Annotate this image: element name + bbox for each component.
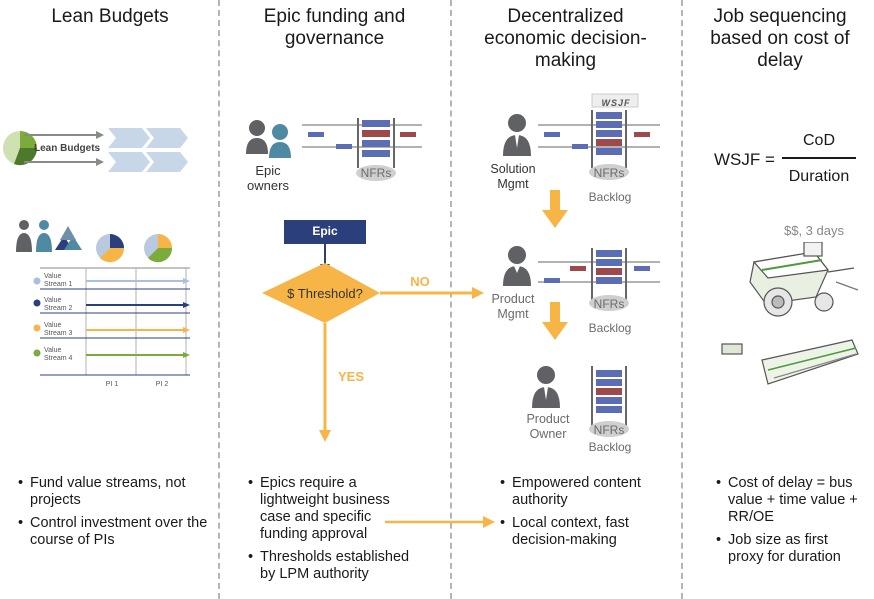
column-title-decentralized: Decentralized economic decision-making <box>484 6 647 71</box>
epic-owners-label: Epic owners <box>247 163 289 193</box>
nfrs-label-2: NFRs <box>593 297 625 311</box>
wsjf-tag: WSJF <box>601 98 631 108</box>
backlog-label-3: Backlog <box>588 440 632 454</box>
epic-nfrs-label: NFRs <box>360 166 392 180</box>
epic-label: Epic <box>312 224 338 238</box>
epic-funding-graphic <box>246 118 484 442</box>
bullet-item: Control investment over the course of PI… <box>18 515 208 549</box>
backlog-label-1: Backlog <box>588 190 632 204</box>
lean-budgets-graphic: Lean Budgets <box>3 128 190 376</box>
wsjf-formula-bar <box>782 157 856 159</box>
column-divider-3 <box>681 0 683 599</box>
bullet-item: Local context, fast decision-making <box>500 515 670 549</box>
epic-backlog-graphic <box>302 118 422 181</box>
column-title-lean-budgets: Lean Budgets <box>51 6 169 27</box>
no-label: NO <box>410 274 430 289</box>
lean-budgets-arrow-label: Lean Budgets <box>34 143 101 154</box>
pi-label-2: PI 2 <box>155 381 169 388</box>
value-stream-label-2: Value Stream 2 <box>44 297 73 312</box>
column-divider-2 <box>450 0 452 599</box>
column-title-job-sequencing: Job sequencing based on cost of delay <box>710 6 850 71</box>
bullet-item: Job size as first proxy for duration <box>716 532 866 566</box>
yes-label: YES <box>337 369 364 384</box>
bullets-job-sequencing: Cost of delay = bus value + time value +… <box>716 475 866 572</box>
value-stream-pie-2-icon <box>144 234 173 263</box>
bullet-item: Epics require a lightweight business cas… <box>248 475 410 543</box>
backlog-1-graphic <box>538 110 660 180</box>
harvester-machine-icon <box>749 242 859 317</box>
product-owner-label: Product Owner <box>526 412 570 441</box>
column-divider-1 <box>218 0 220 599</box>
chevron-icons <box>108 128 188 172</box>
wsjf-formula-lhs: WSJF = <box>714 150 775 169</box>
nfrs-label-1: NFRs <box>593 166 625 180</box>
nfrs-label-3: NFRs <box>593 423 625 437</box>
bullets-decentralized: Empowered content authority Local contex… <box>500 475 670 555</box>
combine-harvester-graphic <box>721 242 859 385</box>
solution-mgmt-label: Solution Mgmt <box>490 162 536 191</box>
bullet-item: Fund value streams, not projects <box>18 475 208 509</box>
epic-owners-icon <box>246 120 291 158</box>
wsjf-formula-numerator: CoD <box>802 132 835 149</box>
product-mgmt-person-icon <box>503 246 531 286</box>
wsjf-formula-denominator: Duration <box>788 168 850 185</box>
product-owner-person-icon <box>532 366 560 408</box>
value-stream-label-4: Value Stream 4 <box>44 347 73 362</box>
harvester-header-icon <box>721 339 859 385</box>
backlog-label-2: Backlog <box>588 321 632 335</box>
bullet-item: Empowered content authority <box>500 475 670 509</box>
epic-box <box>284 220 366 244</box>
decentralized-graphic <box>503 93 660 437</box>
value-stream-label-1: Value Stream 1 <box>44 273 73 288</box>
solution-mgmt-person-icon <box>503 114 531 156</box>
value-stream-label-3: Value Stream 3 <box>44 322 73 337</box>
people-group-icon <box>16 220 82 252</box>
value-stream-pie-1-icon <box>96 234 125 263</box>
column-title-epic-funding: Epic funding and governance <box>263 6 406 49</box>
cost-label: $$, 3 days <box>784 223 844 238</box>
value-stream-grid <box>33 267 190 376</box>
bullet-item: Thresholds established by LPM authority <box>248 549 428 583</box>
product-mgmt-label: Product Mgmt <box>491 292 535 321</box>
budget-pie-icon <box>3 131 38 166</box>
threshold-diamond <box>262 263 380 323</box>
bullets-epic-funding: Epics require a lightweight business cas… <box>248 475 428 589</box>
bullets-lean-budgets: Fund value streams, not projects Control… <box>18 475 208 555</box>
bullet-item: Cost of delay = bus value + time value +… <box>716 475 866 526</box>
pi-label-1: PI 1 <box>105 381 119 388</box>
backlog-2-graphic <box>538 248 660 311</box>
backlog-3-graphic <box>589 366 629 437</box>
threshold-label: $ Threshold? <box>287 286 363 301</box>
